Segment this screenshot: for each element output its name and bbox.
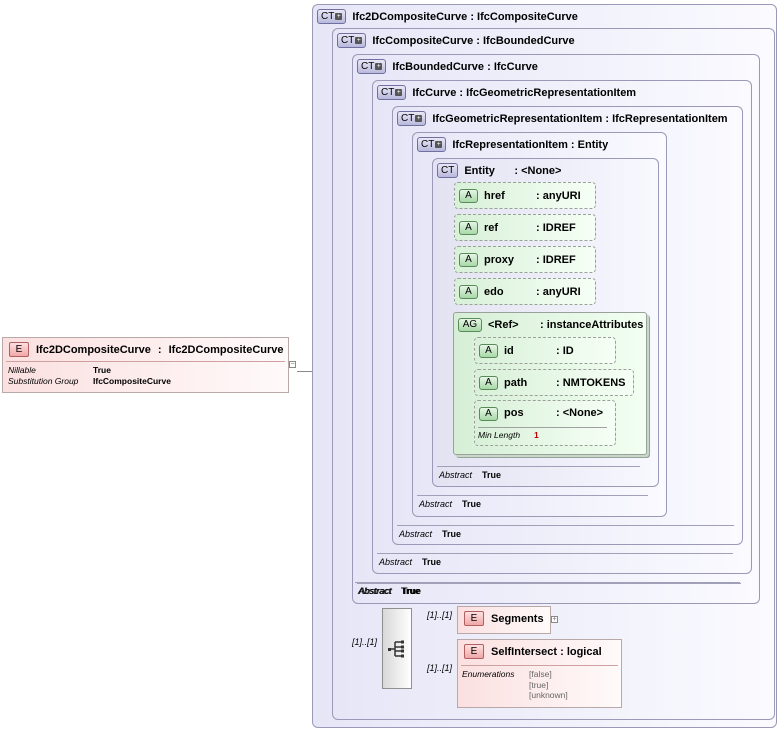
attribute-path[interactable]: A path : NMTOKENS xyxy=(474,369,634,396)
segments-expand-toggle[interactable]: + xyxy=(551,616,558,623)
prop-label: Substitution Group xyxy=(8,376,79,386)
sequence-icon xyxy=(388,640,404,658)
ct-badge: CT+ xyxy=(357,59,387,74)
prop-value: True xyxy=(93,365,111,375)
ct-name: IfcRepresentationItem xyxy=(452,138,568,151)
expand-icon[interactable]: + xyxy=(375,62,383,70)
abstract-value: True xyxy=(401,586,421,596)
attribute-badge: A xyxy=(479,375,498,390)
abstract-label: Abstract xyxy=(419,499,453,509)
ct-base: IfcCurve xyxy=(493,60,538,73)
attribute-badge: A xyxy=(479,407,498,421)
abstract-label: Abstract xyxy=(358,586,392,596)
ct-name: Entity xyxy=(464,164,495,177)
ct-badge: CT+ xyxy=(377,85,407,100)
abstract-value: True xyxy=(422,557,442,567)
selfintersect-multiplicity: [1]..[1] xyxy=(427,663,453,673)
abstract-label: Abstract xyxy=(359,586,393,596)
ct-badge: CT+ xyxy=(397,111,427,126)
element-badge: E xyxy=(464,611,484,626)
attribute-group-type: instanceAttributes xyxy=(546,319,644,331)
segments-multiplicity: [1]..[1] xyxy=(427,610,453,620)
attribute-name: proxy xyxy=(484,253,514,266)
attribute-badge: A xyxy=(459,252,478,267)
element-badge: E xyxy=(9,342,29,357)
attribute-href[interactable]: A href : anyURI xyxy=(454,182,596,209)
prop-value: IfcCompositeCurve xyxy=(93,376,171,386)
expand-icon[interactable]: + xyxy=(395,88,403,96)
attribute-name: edo xyxy=(484,285,504,298)
attribute-edo[interactable]: A edo : anyURI xyxy=(454,278,596,305)
abstract-value: True xyxy=(482,470,502,480)
ct-name: IfcGeometricRepresentationItem xyxy=(432,112,603,125)
expand-icon[interactable]: + xyxy=(435,140,443,148)
ct-badge: CT+ xyxy=(337,33,367,48)
element-name: Segments xyxy=(491,612,544,625)
enum-value: [false] xyxy=(529,669,552,679)
element-name: SelfIntersect xyxy=(491,645,558,658)
attribute-name: ref xyxy=(484,221,499,234)
attribute-badge: A xyxy=(459,284,478,299)
root-element-box[interactable]: E Ifc2DCompositeCurve : Ifc2DCompositeCu… xyxy=(2,337,289,393)
element-type: logical xyxy=(566,645,602,658)
ct-badge: CT xyxy=(437,163,459,178)
attribute-type: IDREF xyxy=(542,253,576,266)
attribute-type: ID xyxy=(562,344,574,357)
ct-name: IfcCompositeCurve xyxy=(372,34,474,47)
abstract-value: True xyxy=(402,586,422,596)
ct-name: IfcBoundedCurve xyxy=(392,60,485,73)
attribute-ref[interactable]: A ref : IDREF xyxy=(454,214,596,241)
attribute-name: href xyxy=(484,189,505,202)
ct-base: IfcGeometricRepresentationItem xyxy=(466,86,637,99)
element-selfintersect[interactable]: E SelfIntersect : logical Enumerations [… xyxy=(457,639,622,708)
ct-base: IfcBoundedCurve xyxy=(482,34,575,47)
enum-value: [true] xyxy=(529,679,549,690)
attribute-name: id xyxy=(504,344,514,357)
ct-base: IfcCompositeCurve xyxy=(477,10,578,23)
ct-base: Entity xyxy=(577,138,609,151)
attribute-type: IDREF xyxy=(542,221,576,234)
attribute-type: NMTOKENS xyxy=(562,376,626,389)
attribute-group-badge: AG xyxy=(458,318,482,332)
attribute-name: pos xyxy=(504,407,524,419)
ct-name: Ifc2DCompositeCurve xyxy=(352,10,468,23)
root-element-name: Ifc2DCompositeCurve xyxy=(36,343,151,356)
root-collapse-toggle[interactable]: − xyxy=(289,361,296,368)
attribute-group-name: <Ref> xyxy=(488,319,519,331)
sequence-multiplicity: [1]..[1] xyxy=(352,637,378,647)
attribute-type: anyURI xyxy=(542,285,581,298)
ct-badge: CT+ xyxy=(317,9,347,24)
ct-name: IfcCurve xyxy=(412,86,457,99)
attribute-badge: A xyxy=(479,343,498,358)
expand-icon[interactable]: + xyxy=(335,12,343,20)
ct-base: IfcRepresentationItem xyxy=(612,112,728,125)
prop-label: Nillable xyxy=(8,365,36,375)
attribute-badge: A xyxy=(459,220,478,235)
abstract-value: True xyxy=(442,529,462,539)
abstract-value: True xyxy=(462,499,482,509)
attribute-proxy[interactable]: A proxy : IDREF xyxy=(454,246,596,273)
abstract-label: Abstract xyxy=(379,557,413,567)
abstract-label: Abstract xyxy=(439,470,473,480)
attribute-type: anyURI xyxy=(542,189,581,202)
attribute-name: path xyxy=(504,376,528,389)
expand-icon[interactable]: + xyxy=(355,36,363,44)
abstract-label: Abstract xyxy=(399,529,433,539)
root-element-type: Ifc2DCompositeCurve xyxy=(168,343,284,356)
attribute-id[interactable]: A id : ID xyxy=(474,337,616,364)
element-badge: E xyxy=(464,644,484,659)
attribute-badge: A xyxy=(459,188,478,203)
prop-label: Min Length xyxy=(478,430,521,440)
expand-icon[interactable]: + xyxy=(415,114,423,122)
element-segments[interactable]: E Segments xyxy=(457,606,551,634)
sequence-compositor[interactable] xyxy=(382,608,412,689)
ct-base: <None> xyxy=(521,164,562,177)
prop-label: Enumerations xyxy=(462,669,515,679)
enum-value: [unknown] xyxy=(529,690,568,700)
abstract-row: Abstract True xyxy=(358,586,420,596)
attribute-type: <None> xyxy=(562,407,604,419)
ct-badge: CT+ xyxy=(417,137,447,152)
prop-value: 1 xyxy=(534,430,539,440)
